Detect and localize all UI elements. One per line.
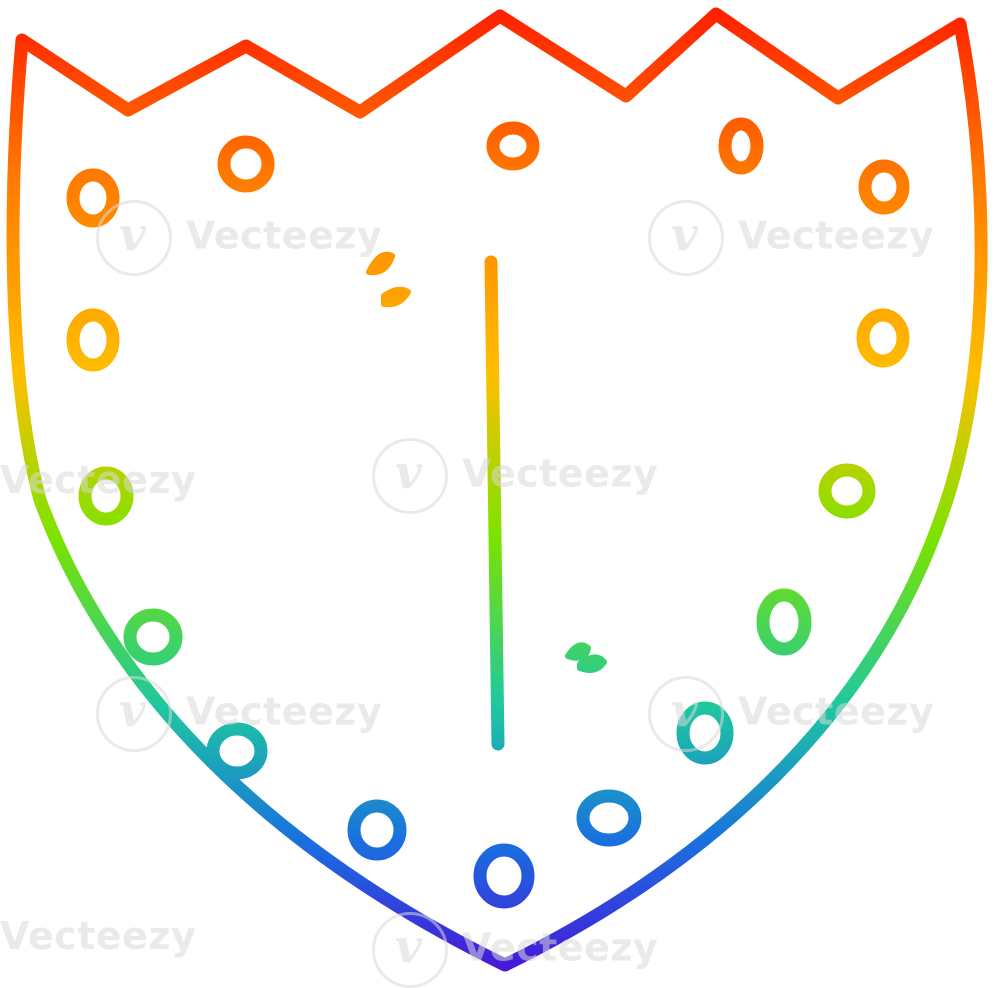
- rivet: [206, 722, 268, 780]
- rivet: [347, 799, 407, 861]
- shield-sparkles: [366, 251, 607, 673]
- watermark-text: Vecteezy: [462, 451, 659, 496]
- sparkle-mark: [577, 654, 607, 673]
- rivet: [718, 117, 764, 175]
- sparkle-mark: [381, 286, 411, 308]
- rivet: [858, 159, 910, 215]
- watermark-logo-icon: [648, 676, 724, 752]
- sparkle-mark: [366, 251, 395, 276]
- watermark-logo-icon: [648, 200, 724, 276]
- rivet: [66, 308, 120, 372]
- watermark-text: Vecteezy: [0, 458, 197, 502]
- sparkle-mark: [565, 642, 591, 661]
- watermark-logo-icon: [96, 676, 172, 752]
- rivet: [473, 843, 535, 909]
- watermark-logo-icon: [372, 912, 448, 988]
- rivet: [818, 463, 876, 519]
- shield-rivets: [66, 117, 910, 909]
- watermark: Vecteezy: [96, 676, 382, 752]
- rivet: [856, 308, 910, 368]
- rivet: [576, 789, 642, 847]
- watermark-text: Vecteezy: [186, 213, 383, 258]
- watermark: Vecteezy: [648, 676, 934, 752]
- watermark-logo-icon: [96, 200, 172, 276]
- watermark-text: Vecteezy: [738, 689, 935, 734]
- rivet: [217, 135, 275, 193]
- watermark: Vecteezy: [0, 458, 196, 502]
- watermark: Vecteezy: [372, 438, 658, 514]
- rivet: [486, 121, 540, 171]
- watermark: Vecteezy: [372, 912, 658, 988]
- watermark-text: Vecteezy: [0, 914, 197, 958]
- rivet: [78, 466, 134, 526]
- watermark-text: Vecteezy: [462, 925, 659, 970]
- watermark: Vecteezy: [0, 914, 196, 958]
- shield-outline: [6, 7, 988, 972]
- watermark-text: Vecteezy: [186, 689, 383, 734]
- rivet: [123, 608, 183, 666]
- watermark-logo-icon: [372, 438, 448, 514]
- rivet: [756, 588, 812, 656]
- watermark: Vecteezy: [96, 200, 382, 276]
- shield-center-line: [484, 255, 505, 751]
- watermark-text: Vecteezy: [738, 213, 935, 258]
- rivet: [66, 168, 120, 228]
- watermark: Vecteezy: [648, 200, 934, 276]
